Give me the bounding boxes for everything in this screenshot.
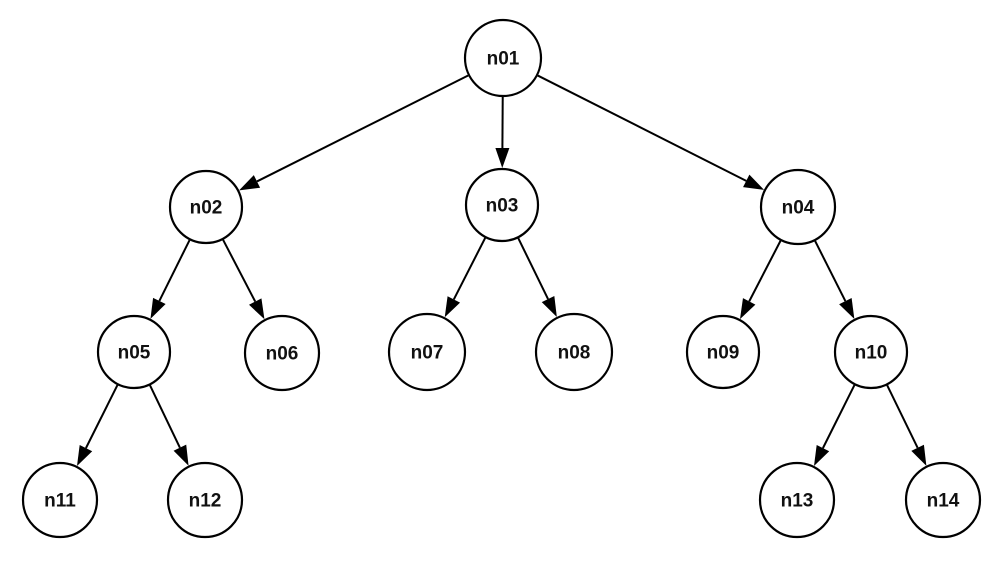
edge-n01-to-n03 xyxy=(495,96,510,168)
arrowhead-icon xyxy=(173,444,189,466)
graph-node-n08[interactable]: n08 xyxy=(534,312,614,392)
edge-layer xyxy=(76,74,927,467)
edge-line xyxy=(537,74,747,182)
edge-line xyxy=(814,240,847,302)
node-circle[interactable] xyxy=(387,312,467,392)
edge-n05-to-n12 xyxy=(149,384,189,466)
edge-n05-to-n11 xyxy=(76,384,119,467)
arrowhead-icon xyxy=(239,175,261,191)
arrowhead-icon xyxy=(813,444,830,467)
node-circle[interactable] xyxy=(243,314,321,392)
node-circle[interactable] xyxy=(168,169,244,245)
edge-n02-to-n06 xyxy=(222,239,265,320)
arrowhead-icon xyxy=(495,147,510,168)
graph-node-n06[interactable]: n06 xyxy=(243,314,321,392)
graph-node-n02[interactable]: n02 xyxy=(168,169,244,245)
graph-node-n10[interactable]: n10 xyxy=(833,314,909,390)
graph-node-n05[interactable]: n05 xyxy=(96,314,172,390)
edge-line xyxy=(822,384,856,449)
graph-node-n07[interactable]: n07 xyxy=(387,312,467,392)
edge-n04-to-n09 xyxy=(740,240,782,320)
arrowhead-icon xyxy=(444,296,461,318)
edge-n10-to-n13 xyxy=(813,384,856,467)
graph-node-n11[interactable]: n11 xyxy=(21,461,99,539)
node-circle[interactable] xyxy=(833,314,909,390)
edge-n01-to-n04 xyxy=(537,74,765,190)
edge-line xyxy=(886,384,919,449)
graph-node-n03[interactable]: n03 xyxy=(464,167,540,243)
graph-node-n09[interactable]: n09 xyxy=(685,314,761,390)
arrowhead-icon xyxy=(150,297,166,319)
node-circle[interactable] xyxy=(166,461,244,539)
edge-n02-to-n05 xyxy=(150,239,191,319)
edge-n10-to-n14 xyxy=(886,384,927,466)
arrowhead-icon xyxy=(541,295,557,317)
edge-line xyxy=(452,237,487,300)
node-circle[interactable] xyxy=(758,461,836,539)
node-circle[interactable] xyxy=(904,461,982,539)
arrowhead-icon xyxy=(839,297,855,319)
graph-node-n12[interactable]: n12 xyxy=(166,461,244,539)
edge-n03-to-n08 xyxy=(517,237,557,317)
node-circle[interactable] xyxy=(463,18,543,98)
edge-line xyxy=(748,240,782,302)
node-circle[interactable] xyxy=(464,167,540,243)
node-layer: n01 n02 n03 n04 n05 n06 n07 n08 n09 n10 n11 n12 n13 n… xyxy=(21,18,982,539)
arrowhead-icon xyxy=(740,298,756,320)
arrowhead-icon xyxy=(76,444,93,467)
arrowhead-icon xyxy=(911,444,927,466)
node-circle[interactable] xyxy=(534,312,614,392)
edge-line xyxy=(256,74,469,183)
edge-line xyxy=(149,384,181,449)
node-circle[interactable] xyxy=(685,314,761,390)
edge-n03-to-n07 xyxy=(444,237,487,318)
node-circle[interactable] xyxy=(759,168,837,246)
node-circle[interactable] xyxy=(96,314,172,390)
edge-line xyxy=(85,384,119,449)
edge-line xyxy=(158,239,191,302)
graph-node-n04[interactable]: n04 xyxy=(759,168,837,246)
arrowhead-icon xyxy=(249,298,265,320)
graph-node-n13[interactable]: n13 xyxy=(758,461,836,539)
edge-n01-to-n02 xyxy=(239,74,469,191)
edge-line xyxy=(517,237,549,300)
edge-n04-to-n10 xyxy=(814,240,855,319)
node-circle[interactable] xyxy=(21,461,99,539)
graph-node-n14[interactable]: n14 xyxy=(904,461,982,539)
graph-node-n01[interactable]: n01 xyxy=(463,18,543,98)
edge-line xyxy=(222,239,257,303)
arrowhead-icon xyxy=(743,174,765,190)
